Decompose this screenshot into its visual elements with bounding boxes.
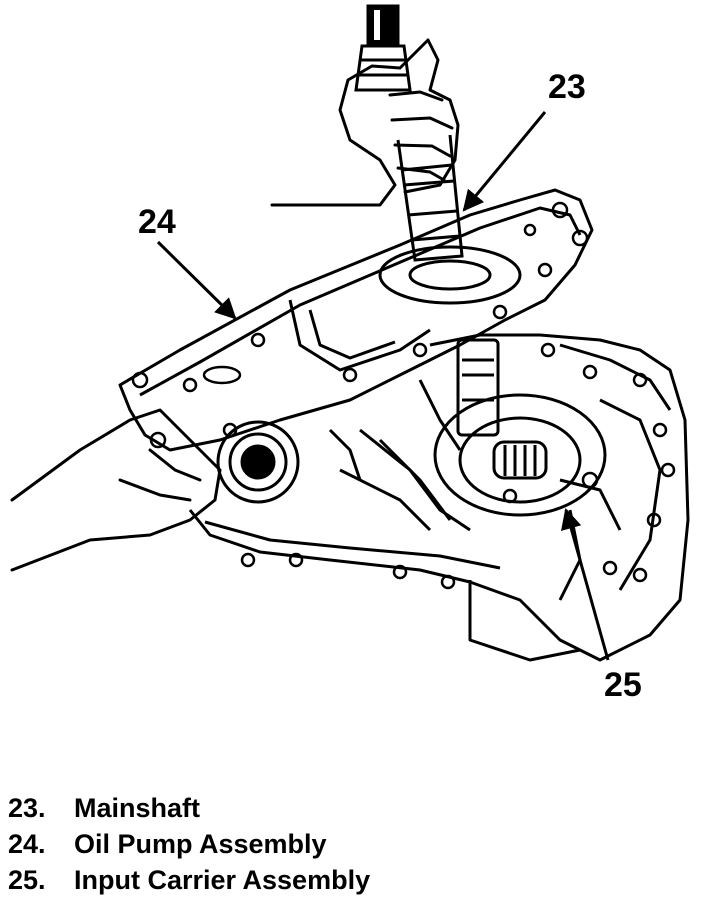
legend-text: Mainshaft xyxy=(74,793,201,823)
transaxle-illustration xyxy=(10,4,690,662)
mainshaft xyxy=(354,4,464,262)
input-shaft xyxy=(456,338,548,480)
hand-lower xyxy=(10,408,222,572)
seal-bearing xyxy=(216,420,300,504)
callout-23: 23 xyxy=(548,68,586,106)
transaxle-case xyxy=(188,333,690,662)
leader-arrows xyxy=(156,111,610,661)
case-bolt-holes xyxy=(240,342,676,590)
legend-item-oil-pump-assembly: 24. Oil Pump Assembly xyxy=(8,826,688,862)
legend-text: Input Carrier Assembly xyxy=(74,865,371,895)
pump-bolt-holes xyxy=(131,201,589,449)
legend-number: 24. xyxy=(8,829,46,859)
legend-item-input-carrier-assembly: 25. Input Carrier Assembly xyxy=(8,862,688,898)
callout-24: 24 xyxy=(138,203,176,241)
legend: 23. Mainshaft 24. Oil Pump Assembly 25. Inp… xyxy=(8,790,688,898)
legend-text: Oil Pump Assembly xyxy=(74,829,327,859)
arrow-25 xyxy=(560,507,610,661)
arrow-24 xyxy=(156,240,237,320)
hand-upper xyxy=(270,38,460,207)
legend-number: 23. xyxy=(8,793,46,823)
arrow-23 xyxy=(462,111,547,212)
legend-number: 25. xyxy=(8,865,46,895)
legend-item-mainshaft: 23. Mainshaft xyxy=(8,790,688,826)
callout-25: 25 xyxy=(604,666,642,704)
oil-pump-plate xyxy=(118,188,594,452)
